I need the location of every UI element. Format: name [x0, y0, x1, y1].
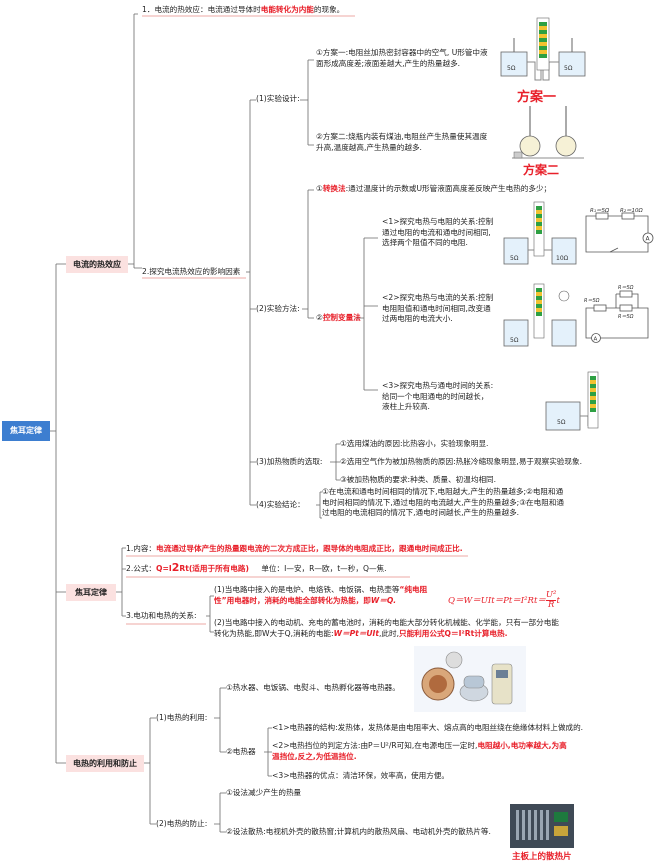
reduce-heat: ①设法减少产生的热量 — [226, 788, 302, 797]
heat-prevention: (2)电热的防止: — [156, 819, 208, 828]
res-5-label: 5Ω — [510, 255, 519, 262]
rc-label: R＝5Ω — [584, 298, 600, 304]
resistance-circuit: A R₁＝5Ω R₂＝10Ω — [582, 208, 654, 268]
res-label-5: 5Ω — [507, 65, 516, 72]
influence-factors: 2.探究电流热效应的影响因素 — [142, 267, 241, 276]
work-heat-relation: 3.电功和电热的关系: — [126, 611, 197, 620]
plan-two-text: ②方案二:烧瓶内装有煤油,电阻丝产生热量使其温度升高,温度越高,产生热量的越多. — [316, 132, 488, 152]
plan-one-text: ①方案一:电阻丝加热密封容器中的空气, U形管中液面形成高度差;液面差越大,产生… — [316, 48, 488, 68]
experiment-method: (2)实验方法: — [256, 304, 300, 313]
resistance-apparatus: 5Ω 10Ω — [498, 200, 580, 276]
substance-requirement: ③被加热物质的要求:种类、质量、初温均相同. — [340, 475, 497, 484]
res-5-label-t: 5Ω — [557, 419, 566, 426]
electric-heaters-list: ①热水器、电饭锅、电熨斗、电热孵化器等电热器。 — [226, 683, 400, 692]
law-content: 1.内容：电流通过导体产生的热量跟电流的二次方成正比，跟导体的电阻成正比，跟通电… — [126, 544, 463, 553]
r2-label: R₂＝10Ω — [620, 208, 644, 214]
heat-usage: (1)电热的利用: — [156, 713, 208, 722]
current-circuit: A R＝5Ω R＝5Ω R＝5Ω — [582, 284, 654, 350]
heat-effect-definition: 1．电流的热效应：电流通过导体时电能转化为内能的现象。 — [142, 5, 345, 14]
air-reason: ②选用空气作为被加热物质的原因:热胀冷缩现象明显,易于观察实验现象. — [340, 457, 583, 466]
time-relation: <3>探究电热与通电时间的关系:给同一个电阻通电的时间越长，液柱上升较高. — [382, 381, 494, 412]
heater-structure: <1>电热器的结构:发热体，发热体是由电阻率大、熔点高的电阻丝绕在绝缘体材料上做… — [272, 723, 584, 732]
r1-label: R₁＝5Ω — [590, 208, 610, 214]
kerosene-reason: ①选用煤油的原因:比热容小，实验现象明显. — [340, 439, 489, 448]
plan-two-caption: 方案二 — [523, 163, 560, 177]
heated-substance-choice: (3)加热物质的选取: — [256, 457, 323, 466]
plan-two-apparatus — [508, 104, 588, 164]
pure-resistance-case: (1)当电路中接入的是电炉、电烙铁、电饭锅、电热壶等“纯电阻性”用电器时，消耗的… — [214, 585, 428, 605]
root-node[interactable]: 焦耳定律 — [2, 421, 50, 441]
heater-advantages: <3>电热器的优点：清洁环保，效率高，使用方便。 — [272, 771, 450, 780]
res-5-label-c: 5Ω — [510, 337, 519, 344]
ammeter-label: A — [646, 236, 651, 243]
conversion-method: ①转换法:通过温度计的示数或U形管液面高度差反映产生电热的多少； — [316, 184, 552, 193]
ra-label: R＝5Ω — [618, 285, 634, 291]
non-pure-resistance-case: (2)当电路中接入的电动机、充电的蓄电池时，消耗的电能大部分转化机械能、化学能，… — [214, 618, 559, 638]
res-10-label: 10Ω — [556, 255, 569, 262]
time-apparatus: 5Ω — [540, 368, 606, 438]
res-label-5b: 5Ω — [564, 65, 573, 72]
current-apparatus: 5Ω — [498, 282, 580, 358]
work-heat-formula: Q＝W＝UIt＝Pt＝I²Rt＝ U² R t — [448, 590, 560, 610]
branch-use-prevent[interactable]: 电热的利用和防止 — [66, 755, 144, 772]
rb-label: R＝5Ω — [618, 314, 634, 320]
plan-one-apparatus: 5Ω 5Ω — [497, 14, 593, 90]
experiment-design: (1)实验设计: — [256, 94, 300, 103]
appliances-image — [414, 646, 526, 716]
control-variable-method: ②控制变量法 — [316, 313, 361, 322]
ammeter-label-c: A — [594, 337, 598, 343]
heat-sink-caption: 主板上的散热片 — [512, 852, 572, 862]
branch-joule-law[interactable]: 焦耳定律 — [66, 584, 116, 601]
branch-heat-effect[interactable]: 电流的热效应 — [66, 256, 128, 273]
electric-heater: ②电热器 — [226, 747, 256, 756]
experiment-conclusion: (4)实验结论： — [256, 500, 305, 509]
resistance-relation: <1>探究电热与电阻的关系:控制通过电阻的电流和通电时间相同,选择两个阻值不同的… — [382, 217, 494, 248]
current-relation: <2>探究电热与电流的关系:控制电阻阻值和通电时间相同,改变通过两电阻的电流大小… — [382, 293, 494, 324]
conclusion-text: ①在电流和通电时间相同的情况下,电阻越大,产生的热量越多;②电阻和通电时间相同的… — [322, 487, 565, 518]
plan-one-caption: 方案一 — [517, 90, 557, 105]
heat-sink-image — [510, 804, 574, 852]
heater-level-rule: <2>电热挡位的判定方法:由P＝U²/R可知,在电源电压一定时,电阻越小,电功率… — [272, 741, 567, 761]
dissipate-heat: ②设法散热:电视机外壳的散热窗;计算机内的散热风扇、电动机外壳的散热片等. — [226, 827, 491, 836]
law-formula: 2.公式：Q=I2Rt(适用于所有电路) 单位：I—安，R—欧，t—秒，Q—焦. — [126, 561, 387, 574]
